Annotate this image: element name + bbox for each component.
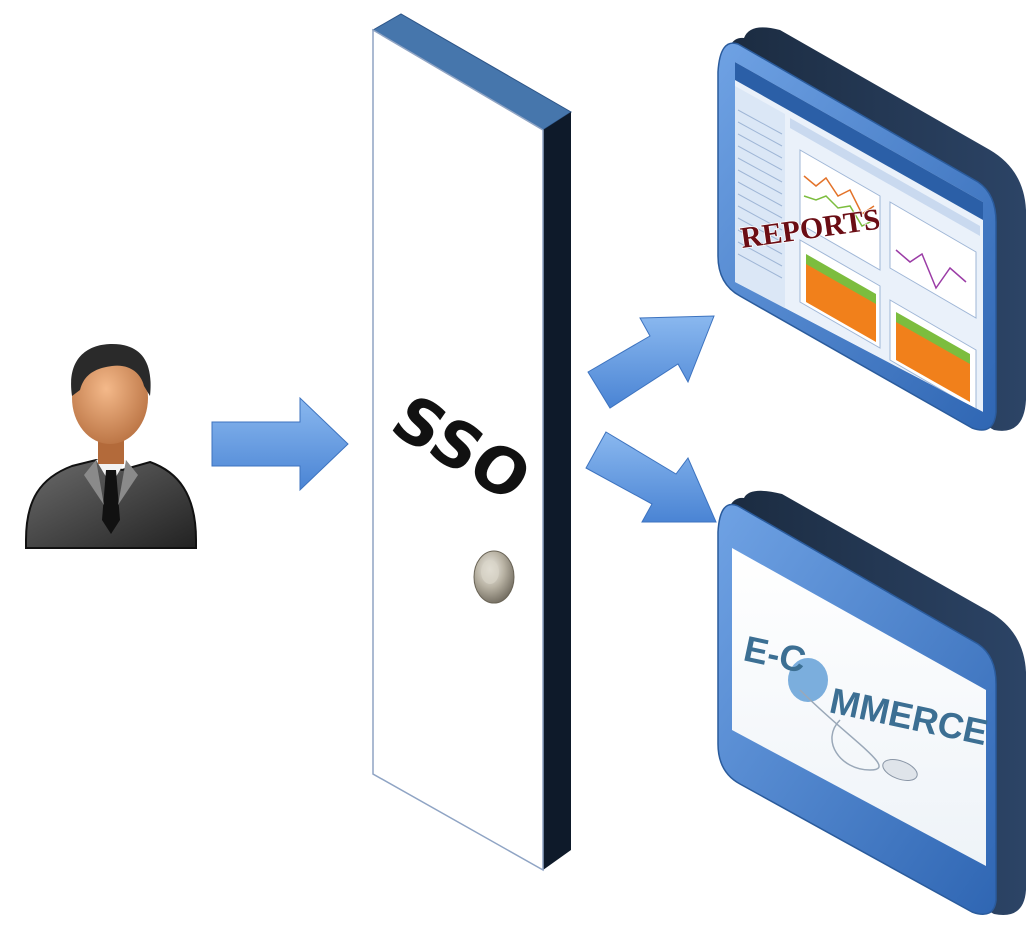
reports-screen <box>735 62 983 412</box>
mouse-icon <box>882 759 918 781</box>
reports-panel[interactable]: REPORTS <box>717 27 1026 431</box>
globe-icon <box>788 658 828 702</box>
door-knob-icon <box>473 550 515 604</box>
sso-door[interactable]: SSO <box>372 13 572 872</box>
arrow-down-right-icon <box>585 431 717 523</box>
ecommerce-panel[interactable]: E-C MMERCE <box>717 490 1026 915</box>
ecommerce-screen <box>732 548 986 866</box>
user-icon <box>25 344 197 549</box>
arrow-up-right-icon <box>587 315 715 409</box>
arrow-right-icon <box>211 396 349 492</box>
